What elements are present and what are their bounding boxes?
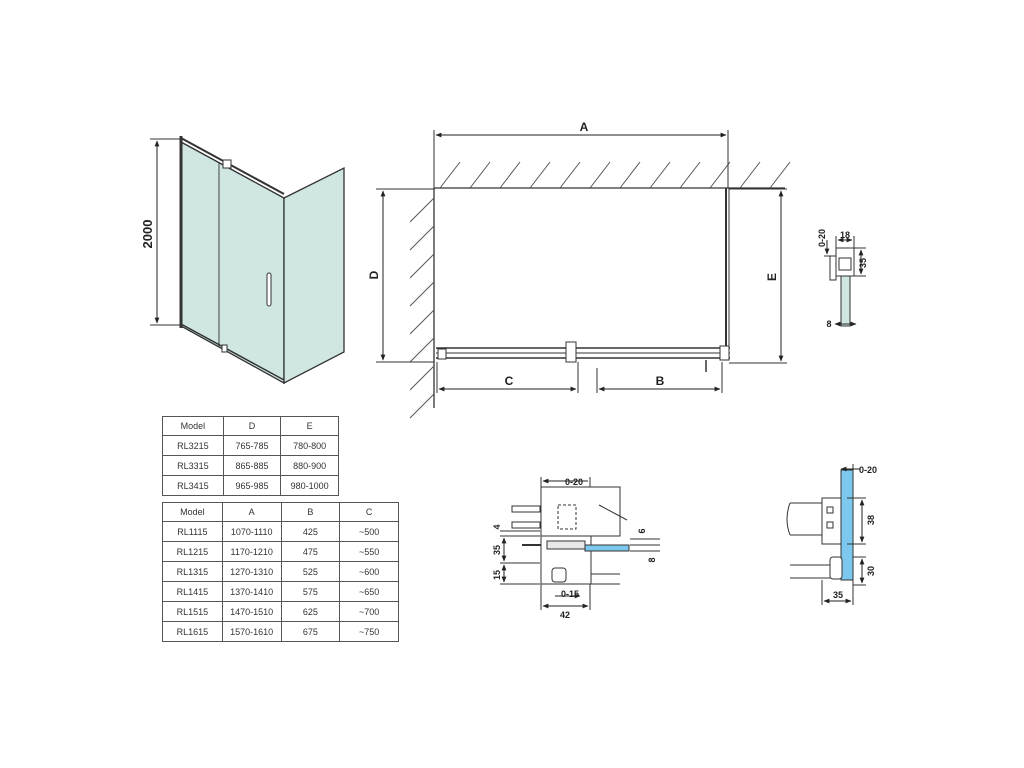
perspective-view: [150, 136, 345, 385]
table-cell: RL3415: [162, 475, 224, 496]
table-header-cell: E: [280, 416, 339, 436]
dimension-label-c: C: [505, 374, 514, 388]
table-cell: RL1415: [162, 581, 223, 602]
section-detail-side: [786, 464, 866, 605]
d1-glass-label: 8: [826, 319, 831, 329]
glass-edge: [584, 544, 630, 552]
table-cell: ~600: [339, 561, 399, 582]
table-header-row: Model D E: [162, 416, 339, 436]
height-dimension-label: 2000: [140, 220, 155, 249]
table-cell: 1070-1110: [221, 521, 282, 542]
table-cell: 1570-1610: [221, 621, 282, 642]
d2-35-label: 35: [492, 545, 502, 555]
table-cell: ~700: [339, 601, 399, 622]
d3-30-label: 30: [866, 566, 876, 576]
d2-gap-label: 0-20: [565, 477, 583, 487]
d2-015-label: 0-15: [561, 589, 579, 599]
d3-38-label: 38: [866, 515, 876, 525]
table-header-cell: D: [222, 416, 282, 436]
table-cell: 865-885: [222, 455, 282, 476]
dimension-label-d: D: [367, 270, 381, 279]
table-cell: 1470-1510: [221, 601, 282, 622]
table-cell: 1370-1410: [221, 581, 282, 602]
table-cell: 675: [280, 621, 341, 642]
d1-height-label: 35: [858, 258, 868, 268]
d2-6-label: 6: [637, 528, 647, 533]
d2-8-label: 8: [647, 557, 657, 562]
d1-width-label: 18: [840, 230, 850, 240]
table-cell: 475: [280, 541, 341, 562]
d2-15-label: 15: [492, 570, 502, 580]
table-cell: RL1515: [162, 601, 223, 622]
side-glass-panel: [283, 166, 345, 385]
profile-detail-wall: [824, 236, 866, 327]
door-handle: [266, 272, 272, 307]
table-cell: RL1315: [162, 561, 223, 582]
table-cell: ~650: [339, 581, 399, 602]
table-cell: RL3315: [162, 455, 224, 476]
table-cell: 525: [280, 561, 341, 582]
dimension-label-e: E: [765, 273, 779, 281]
table-cell: 965-985: [222, 475, 282, 496]
dimension-label-b: B: [656, 374, 665, 388]
table-header-cell: Model: [162, 416, 224, 436]
table-header-cell: A: [221, 502, 282, 522]
table-cell: 625: [280, 601, 341, 622]
table-cell: ~750: [339, 621, 399, 642]
d2-4-label: 4: [492, 524, 502, 529]
top-view: [376, 130, 791, 419]
table-cell: RL1615: [162, 621, 223, 642]
table-cell: 1170-1210: [221, 541, 282, 562]
table-cell: 780-800: [280, 435, 339, 456]
d1-gap-label: 0-20: [817, 229, 827, 247]
table-header-cell: C: [339, 502, 399, 522]
table-cell: 765-785: [222, 435, 282, 456]
section-detail-bottom: [500, 477, 660, 610]
table-cell: 425: [280, 521, 341, 542]
table-cell: RL1115: [162, 521, 223, 542]
table-cell: 575: [280, 581, 341, 602]
table-header-cell: B: [280, 502, 341, 522]
d2-42-label: 42: [560, 610, 570, 620]
table-cell: 880-900: [280, 455, 339, 476]
table-cell: 980-1000: [280, 475, 339, 496]
table-cell: RL1215: [162, 541, 223, 562]
d3-35-label: 35: [833, 590, 843, 600]
door-glass-panel: [180, 140, 285, 385]
glass-section: [840, 275, 851, 327]
table-header-cell: Model: [162, 502, 223, 522]
table-cell: 1270-1310: [221, 561, 282, 582]
dimension-label-a: A: [580, 120, 589, 134]
table-header-row: Model A B C: [162, 502, 399, 522]
glass-vertical: [840, 469, 854, 581]
table-cell: ~500: [339, 521, 399, 542]
d3-gap-label: 0-20: [859, 465, 877, 475]
table-cell: RL3215: [162, 435, 224, 456]
table-cell: ~550: [339, 541, 399, 562]
